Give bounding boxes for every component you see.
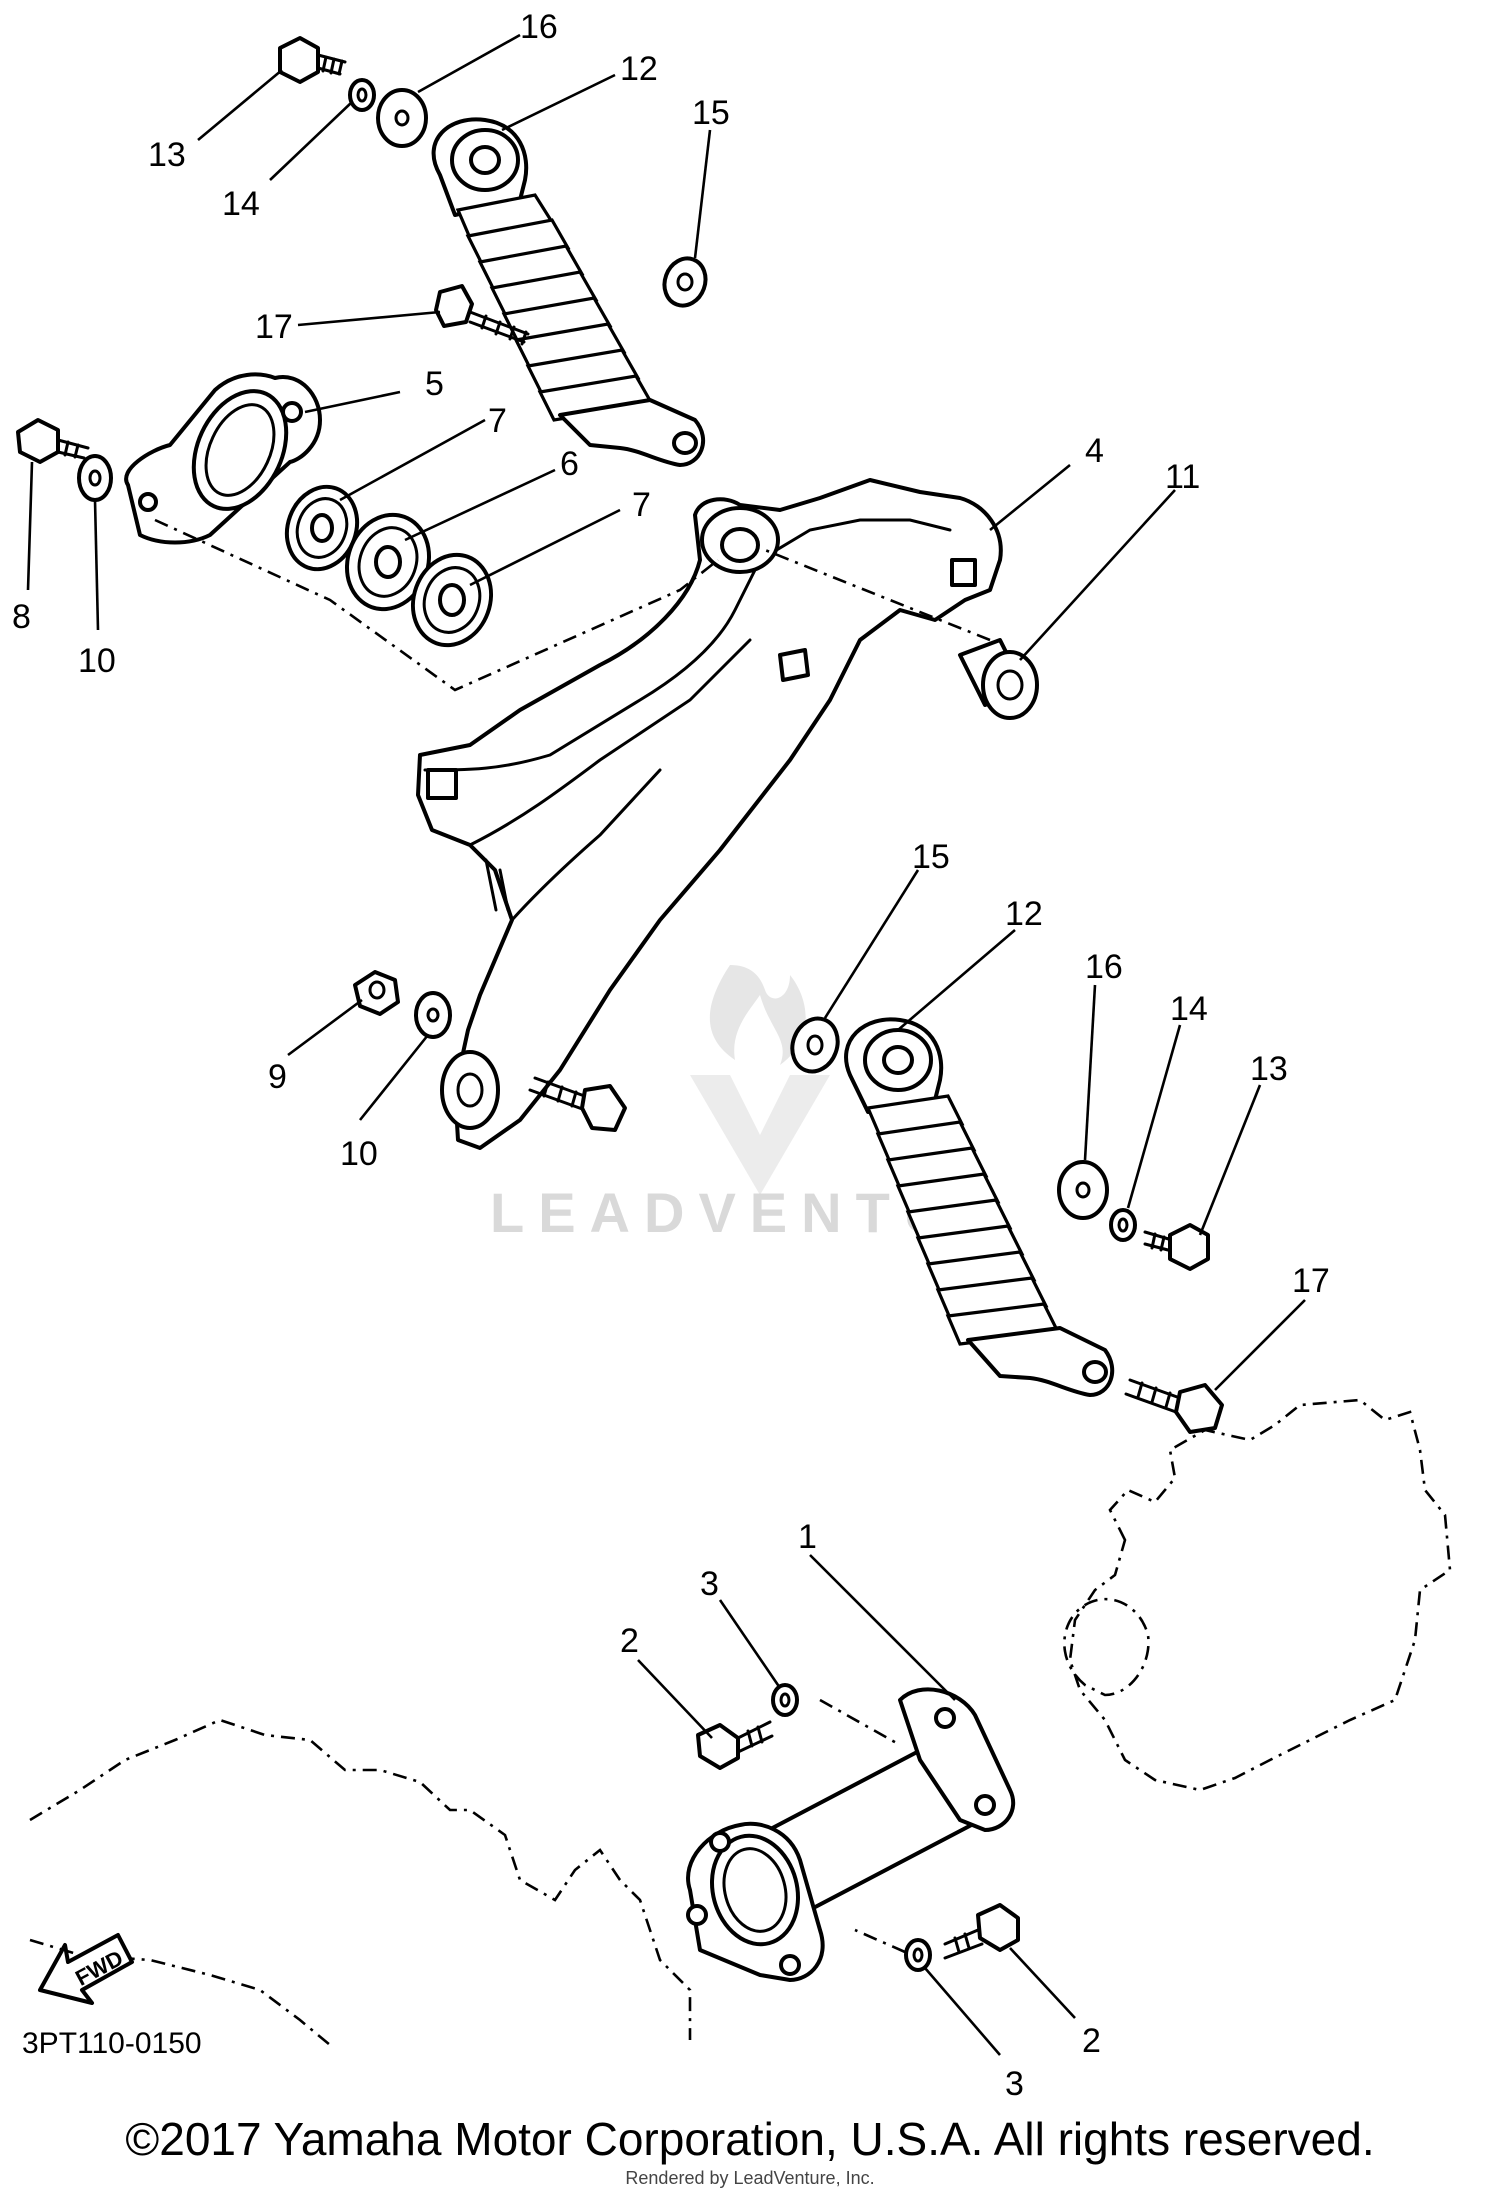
callout-11: 11 [1165, 458, 1200, 496]
washer-15-top [662, 256, 708, 308]
leader-lines [26, 33, 1306, 2056]
callout-3-bottom: 3 [1005, 2065, 1024, 2103]
bolt-17-mid [1124, 1378, 1224, 1434]
plate-washer-16-top [376, 88, 428, 148]
pivot-bolt [528, 1076, 627, 1132]
lock-washer-3-top [771, 1683, 799, 1717]
shock-absorber-top [431, 117, 706, 467]
bearing-7-a [284, 484, 360, 572]
shock-spring-mid [865, 1094, 1061, 1346]
callout-15-top: 15 [692, 94, 730, 132]
callout-13-mid: 13 [1250, 1050, 1288, 1088]
bushing-11 [958, 638, 1039, 720]
bolt-8 [16, 418, 90, 464]
callout-7-b: 7 [632, 486, 651, 524]
callout-labels: 16 12 13 14 15 17 5 7 6 7 4 11 8 10 15 1… [12, 8, 1330, 2103]
callout-17-mid: 17 [1292, 1262, 1330, 1300]
washer-15-mid [790, 1016, 840, 1074]
watermark-v-icon [690, 1075, 830, 1195]
plate-washer-16-mid [1057, 1160, 1109, 1220]
engine-mount-1 [686, 1687, 1016, 1982]
callout-10-top: 10 [78, 642, 116, 680]
bolt-13-mid [1143, 1223, 1210, 1271]
callout-15-mid: 15 [912, 838, 950, 876]
watermark-text: LEADVENTU [490, 1181, 958, 1244]
rendered-by-note: Rendered by LeadVenture, Inc. [625, 2168, 875, 2188]
fwd-direction-arrow: FWD [38, 1933, 134, 2005]
lock-washer-3-bottom [904, 1938, 932, 1972]
bolt-13-top [278, 36, 347, 84]
callout-9: 9 [268, 1058, 287, 1096]
engine-boss-outline [1063, 1597, 1150, 1697]
engine-case-outline-right [1068, 1398, 1452, 1792]
lock-washer-14-top [348, 78, 376, 112]
callout-13-top: 13 [148, 136, 186, 174]
callout-7-a: 7 [488, 402, 507, 440]
watermark-flame-icon [709, 965, 806, 1065]
callout-3-top: 3 [700, 1565, 719, 1603]
bearing-7-b [410, 552, 494, 648]
callout-10-mid: 10 [340, 1135, 378, 1173]
callout-1: 1 [798, 1518, 817, 1556]
washer-10-top [77, 454, 113, 502]
nut-9 [353, 970, 400, 1016]
callout-16-top: 16 [520, 8, 558, 46]
copyright-notice: ©2017 Yamaha Motor Corporation, U.S.A. A… [125, 2113, 1375, 2165]
callout-8: 8 [12, 598, 31, 636]
leadventure-watermark: LEADVENTU [490, 965, 958, 1244]
shock-absorber-mid [844, 1017, 1115, 1397]
callout-14-top: 14 [222, 185, 260, 223]
callout-12-mid: 12 [1005, 895, 1043, 933]
callout-17-top: 17 [255, 308, 293, 346]
shock-spring-top [455, 193, 655, 422]
callout-14-mid: 14 [1170, 990, 1208, 1028]
frame-outline-left [29, 1718, 692, 2040]
callout-12-top: 12 [620, 50, 658, 88]
callout-2-bottom: 2 [1082, 2022, 1101, 2060]
bearing-housing-5 [124, 372, 322, 545]
bolt-2-bottom [943, 1903, 1020, 1960]
callout-6: 6 [560, 445, 579, 483]
lock-washer-14-mid [1109, 1208, 1137, 1242]
bolt-2-top [696, 1720, 774, 1770]
callout-2-top: 2 [620, 1622, 639, 1660]
callout-4: 4 [1085, 432, 1104, 470]
washer-10-mid [414, 991, 452, 1039]
callout-5: 5 [425, 365, 444, 403]
drawing-code: 3PT110-0150 [22, 2027, 202, 2060]
callout-16-mid: 16 [1085, 948, 1123, 986]
bolt-17-top [434, 284, 530, 346]
